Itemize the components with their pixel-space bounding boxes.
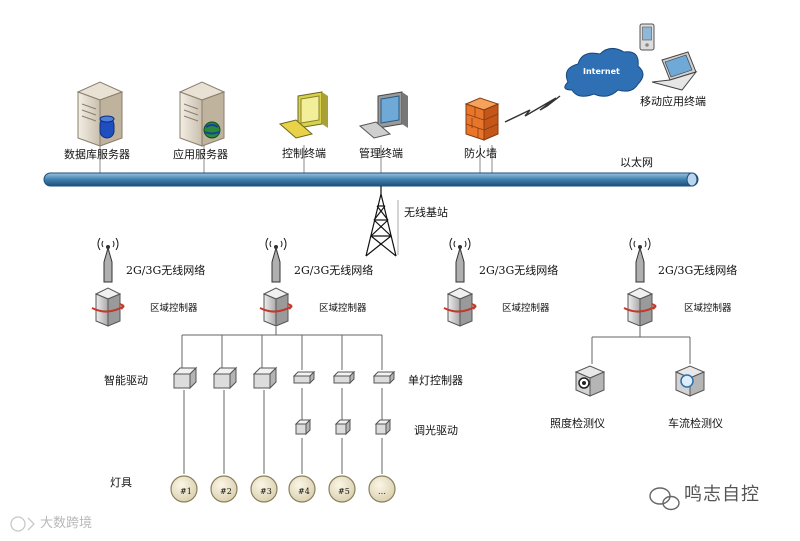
dimming-driver-icon xyxy=(374,418,392,436)
control-terminal-icon xyxy=(278,91,328,139)
antenna-icon xyxy=(449,237,471,283)
area-controller-label-3: 区域控制器 xyxy=(502,303,550,314)
smart-driver-icon xyxy=(212,366,238,390)
internet-label: Internet xyxy=(583,67,620,76)
antenna-icon xyxy=(629,237,651,283)
traffic-meter-label: 车流检测仪 xyxy=(668,417,723,430)
ethernet-label: 以太网 xyxy=(620,156,653,169)
lamp-icon xyxy=(250,475,278,503)
smart-driver-icon xyxy=(252,366,278,390)
area-controller-label-4: 区域控制器 xyxy=(684,303,732,314)
pda-icon xyxy=(639,23,655,51)
firewall-icon xyxy=(464,97,500,141)
lamp-label: 灯具 xyxy=(110,476,132,489)
illuminance-meter-icon xyxy=(574,365,606,397)
base-station-tower-icon xyxy=(365,186,397,257)
area-controller-icon xyxy=(443,287,477,327)
wireless-network-label-3: 2G/3G无线网络 xyxy=(479,264,559,277)
lamp-id-3: #3 xyxy=(260,487,272,496)
single-lamp-controller-icon xyxy=(372,370,396,385)
base-station-label: 无线基站 xyxy=(404,206,448,219)
area-controller-icon xyxy=(91,287,125,327)
source-watermark-text: 大数跨境 xyxy=(40,516,93,531)
lamp-id-4: #4 xyxy=(298,487,310,496)
device-bus-lines xyxy=(181,327,691,474)
smart-driver-label: 智能驱动 xyxy=(104,374,148,387)
ethernet-bus xyxy=(43,172,699,187)
wireless-link-icon xyxy=(504,95,561,123)
lamp-icon xyxy=(170,475,198,503)
single-lamp-controller-icon xyxy=(332,370,356,385)
dimming-driver-label: 调光驱动 xyxy=(414,424,458,437)
firewall-label: 防火墙 xyxy=(464,147,497,160)
antenna-icon xyxy=(265,237,287,283)
application-server-icon xyxy=(178,81,226,147)
mobile-terminal-label: 移动应用终端 xyxy=(640,95,706,108)
control-terminal-label: 控制终端 xyxy=(282,147,326,160)
management-terminal-icon xyxy=(358,91,408,139)
dimming-driver-icon xyxy=(294,418,312,436)
lamp-id-5: #5 xyxy=(338,487,350,496)
area-controller-label-2: 区域控制器 xyxy=(319,303,367,314)
smart-driver-icon xyxy=(172,366,198,390)
lamp-icon xyxy=(288,475,316,503)
wireless-network-label-1: 2G/3G无线网络 xyxy=(126,264,206,277)
wechat-watermark-icon xyxy=(649,487,680,511)
lamp-id-1: #1 xyxy=(180,487,192,496)
lamp-icon xyxy=(368,475,396,503)
single-lamp-controller-label: 单灯控制器 xyxy=(408,374,463,387)
wechat-watermark-text: 鸣志自控 xyxy=(684,484,760,505)
area-controller-icon xyxy=(259,287,293,327)
area-controller-icon xyxy=(623,287,657,327)
wireless-network-label-2: 2G/3G无线网络 xyxy=(294,264,374,277)
source-watermark-icon xyxy=(10,516,35,532)
lamp-icon xyxy=(328,475,356,503)
database-server-icon xyxy=(76,81,124,147)
application-server-label: 应用服务器 xyxy=(173,148,228,161)
antenna-icon xyxy=(97,237,119,283)
lamp-id-more: … xyxy=(378,487,386,496)
management-terminal-label: 管理终端 xyxy=(359,147,403,160)
area-controller-label-1: 区域控制器 xyxy=(150,303,198,314)
internet-cloud-icon xyxy=(564,48,644,97)
single-lamp-controller-icon xyxy=(292,370,316,385)
database-server-label: 数据库服务器 xyxy=(64,148,130,161)
lamp-icon xyxy=(210,475,238,503)
dimming-driver-icon xyxy=(334,418,352,436)
wireless-network-label-4: 2G/3G无线网络 xyxy=(658,264,738,277)
traffic-meter-icon xyxy=(674,365,706,397)
lamp-id-2: #2 xyxy=(220,487,232,496)
illuminance-meter-label: 照度检测仪 xyxy=(550,417,605,430)
laptop-icon xyxy=(651,51,698,91)
